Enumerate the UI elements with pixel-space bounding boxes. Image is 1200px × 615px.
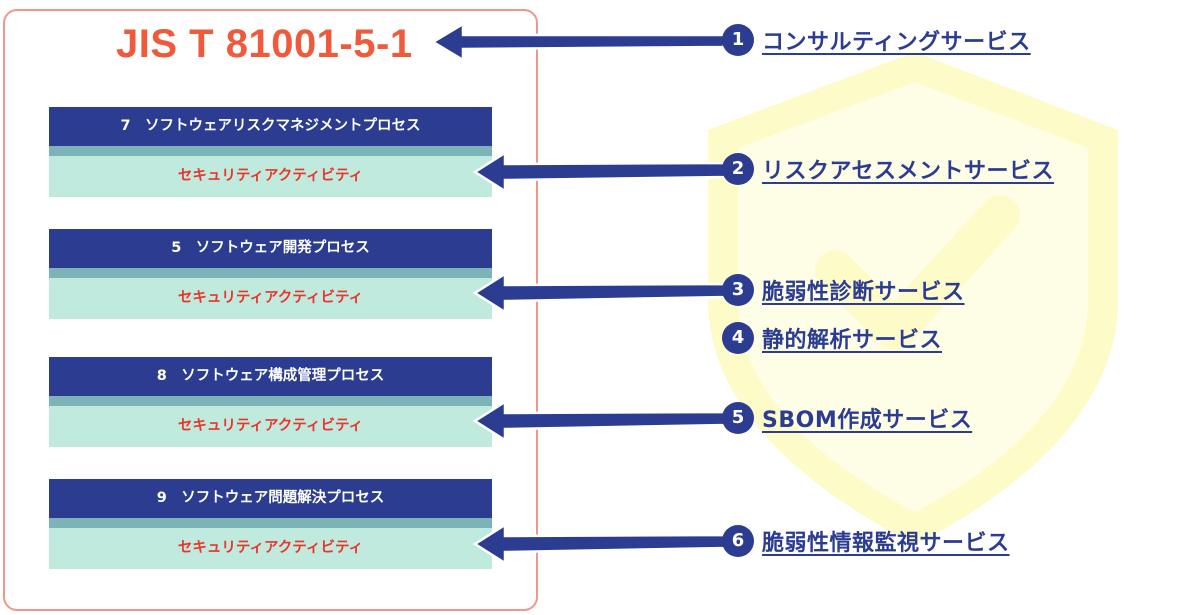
service-link[interactable]: コンサルティングサービス (762, 30, 1031, 55)
service-number-badge: 1 (722, 24, 754, 56)
process-block: 9 ソフトウェア問題解決プロセス セキュリティアクティビティ (49, 479, 492, 569)
arrow-to-title (430, 21, 726, 63)
service-number-badge: 6 (722, 525, 754, 557)
service-link[interactable]: 脆弱性診断サービス (762, 280, 965, 305)
service-number-badge: 2 (722, 153, 754, 185)
service-number-badge: 5 (722, 402, 754, 434)
process-divider (49, 518, 492, 528)
process-block: 5 ソフトウェア開発プロセス セキュリティアクティビティ (49, 229, 492, 319)
service-vulnerability-assessment[interactable]: 3 脆弱性診断サービス (722, 274, 965, 306)
service-consulting[interactable]: 1 コンサルティングサービス (722, 24, 1031, 56)
service-link[interactable]: リスクアセスメントサービス (762, 159, 1055, 184)
arrow-to-configuration (472, 399, 728, 443)
service-link[interactable]: 脆弱性情報監視サービス (762, 531, 1010, 556)
service-risk-assessment[interactable]: 2 リスクアセスメントサービス (722, 153, 1054, 185)
service-vulnerability-monitoring[interactable]: 6 脆弱性情報監視サービス (722, 525, 1010, 557)
service-number-badge: 4 (722, 322, 754, 354)
service-number-badge: 3 (722, 274, 754, 306)
standard-title: JIS T 81001-5-1 (116, 22, 413, 66)
process-title: 8 ソフトウェア構成管理プロセス (49, 357, 492, 396)
process-title: 5 ソフトウェア開発プロセス (49, 229, 492, 268)
process-title: 9 ソフトウェア問題解決プロセス (49, 479, 492, 518)
security-activity: セキュリティアクティビティ (49, 278, 492, 319)
arrow-to-development (472, 271, 728, 315)
process-divider (49, 146, 492, 156)
process-title: 7 ソフトウェアリスクマネジメントプロセス (49, 107, 492, 146)
standard-frame (3, 9, 538, 611)
process-block: 7 ソフトウェアリスクマネジメントプロセス セキュリティアクティビティ (49, 107, 492, 197)
service-static-analysis[interactable]: 4 静的解析サービス (722, 322, 942, 354)
process-divider (49, 396, 492, 406)
process-divider (49, 268, 492, 278)
process-block: 8 ソフトウェア構成管理プロセス セキュリティアクティビティ (49, 357, 492, 447)
security-activity: セキュリティアクティビティ (49, 528, 492, 569)
arrow-to-risk-management (472, 150, 728, 194)
service-link[interactable]: SBOM作成サービス (762, 408, 973, 433)
security-activity: セキュリティアクティビティ (49, 156, 492, 197)
service-sbom[interactable]: 5 SBOM作成サービス (722, 402, 972, 434)
service-link[interactable]: 静的解析サービス (762, 328, 943, 353)
arrow-to-problem-resolution (472, 522, 728, 566)
security-activity: セキュリティアクティビティ (49, 406, 492, 447)
